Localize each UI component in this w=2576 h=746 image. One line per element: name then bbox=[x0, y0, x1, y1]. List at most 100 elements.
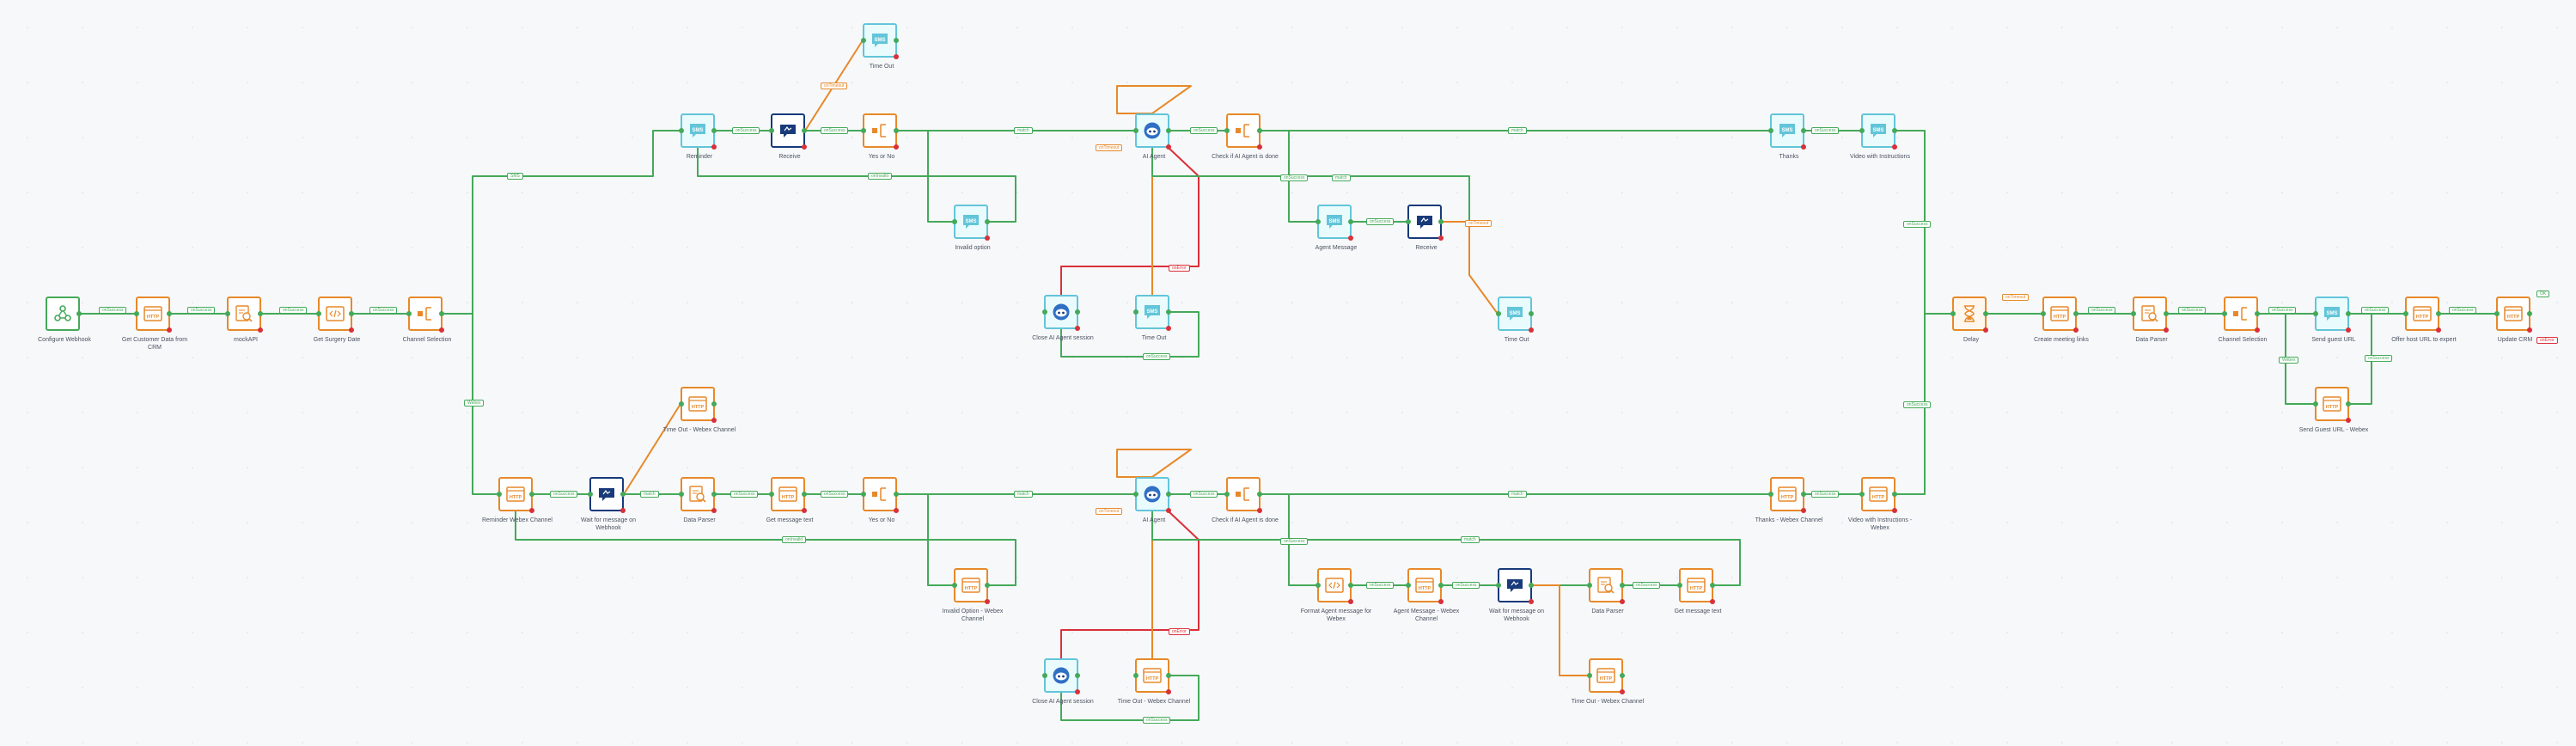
output-port[interactable] bbox=[894, 492, 899, 497]
output-port[interactable] bbox=[349, 311, 354, 316]
input-port[interactable] bbox=[769, 492, 774, 497]
node-close-ai-2[interactable]: Close AI Agent session bbox=[1032, 658, 1094, 705]
input-port[interactable] bbox=[1950, 311, 1956, 316]
input-port[interactable] bbox=[1224, 492, 1230, 497]
input-port[interactable] bbox=[406, 311, 412, 316]
input-port[interactable] bbox=[1587, 673, 1592, 678]
output-port[interactable] bbox=[1438, 583, 1444, 588]
error-port[interactable] bbox=[529, 508, 534, 513]
error-port[interactable] bbox=[2255, 327, 2260, 333]
output-port[interactable] bbox=[1348, 583, 1353, 588]
node-close-ai-1[interactable]: Close AI Agent session bbox=[1032, 295, 1094, 341]
node-format-agent-msg[interactable]: Format Agent message for Webex bbox=[1301, 568, 1371, 622]
node-channel-selection-2[interactable]: Channel Selection bbox=[2219, 297, 2267, 343]
connection[interactable] bbox=[1060, 147, 1199, 295]
connection[interactable] bbox=[1116, 449, 1192, 478]
input-port[interactable] bbox=[952, 583, 957, 588]
output-port[interactable] bbox=[802, 492, 807, 497]
error-port[interactable] bbox=[1801, 508, 1806, 513]
node-receive-2[interactable]: Receive bbox=[1406, 205, 1444, 251]
output-port[interactable] bbox=[894, 38, 899, 43]
output-port[interactable] bbox=[1620, 583, 1625, 588]
input-port[interactable] bbox=[1768, 128, 1773, 133]
node-yes-no-1[interactable]: Yes or No bbox=[861, 113, 899, 160]
connection[interactable] bbox=[1442, 221, 1499, 315]
error-port[interactable] bbox=[985, 599, 990, 604]
input-port[interactable] bbox=[679, 401, 684, 407]
error-port[interactable] bbox=[167, 327, 172, 333]
output-port[interactable] bbox=[1257, 492, 1262, 497]
connection[interactable] bbox=[623, 403, 681, 495]
error-port[interactable] bbox=[711, 508, 717, 513]
connection[interactable] bbox=[1060, 511, 1199, 658]
input-port[interactable] bbox=[1406, 219, 1411, 224]
node-check-ai-2[interactable]: Check if AI Agent is done bbox=[1212, 477, 1279, 523]
input-port[interactable] bbox=[1133, 309, 1138, 315]
error-port[interactable] bbox=[1710, 599, 1715, 604]
error-port[interactable] bbox=[620, 508, 626, 513]
output-port[interactable] bbox=[1892, 128, 1897, 133]
error-port[interactable] bbox=[1075, 326, 1080, 331]
input-port[interactable] bbox=[1496, 583, 1501, 588]
connection[interactable] bbox=[2349, 314, 2372, 405]
output-port[interactable] bbox=[1620, 673, 1625, 678]
error-port[interactable] bbox=[894, 54, 899, 59]
node-data-parser-3[interactable]: Data Parser bbox=[2131, 297, 2169, 343]
error-port[interactable] bbox=[802, 144, 807, 150]
output-port[interactable] bbox=[2255, 311, 2260, 316]
error-port[interactable] bbox=[711, 144, 717, 150]
input-port[interactable] bbox=[861, 38, 866, 43]
input-port[interactable] bbox=[1496, 311, 1501, 316]
input-port[interactable] bbox=[861, 492, 866, 497]
output-port[interactable] bbox=[529, 492, 534, 497]
error-port[interactable] bbox=[1075, 689, 1080, 694]
output-port[interactable] bbox=[1075, 309, 1080, 315]
output-port[interactable] bbox=[894, 128, 899, 133]
output-port[interactable] bbox=[1348, 219, 1353, 224]
output-port[interactable] bbox=[1166, 309, 1171, 315]
input-port[interactable] bbox=[2131, 311, 2136, 316]
output-port[interactable] bbox=[1075, 673, 1080, 678]
error-port[interactable] bbox=[1620, 689, 1625, 694]
output-port[interactable] bbox=[1983, 311, 1988, 316]
input-port[interactable] bbox=[2313, 311, 2318, 316]
connection[interactable] bbox=[515, 511, 1016, 586]
output-port[interactable] bbox=[1892, 492, 1897, 497]
error-port[interactable] bbox=[2164, 327, 2169, 333]
input-port[interactable] bbox=[2494, 311, 2500, 316]
node-delay[interactable]: Delay bbox=[1950, 297, 1988, 343]
node-ai-agent-2[interactable]: AI Agent bbox=[1133, 477, 1171, 523]
input-port[interactable] bbox=[1042, 309, 1047, 315]
input-port[interactable] bbox=[1315, 583, 1321, 588]
output-port[interactable] bbox=[985, 583, 990, 588]
input-port[interactable] bbox=[1677, 583, 1682, 588]
output-port[interactable] bbox=[167, 311, 172, 316]
connection[interactable] bbox=[443, 130, 681, 315]
error-port[interactable] bbox=[1348, 235, 1353, 241]
node-channel-selection-1[interactable]: Channel Selection bbox=[403, 297, 451, 343]
error-port[interactable] bbox=[2436, 327, 2441, 333]
output-port[interactable] bbox=[711, 128, 717, 133]
node-mock-api[interactable]: mockAPI bbox=[225, 297, 263, 343]
output-port[interactable] bbox=[1257, 128, 1262, 133]
error-port[interactable] bbox=[894, 508, 899, 513]
error-port[interactable] bbox=[1892, 144, 1897, 150]
input-port[interactable] bbox=[861, 128, 866, 133]
output-port[interactable] bbox=[1166, 492, 1171, 497]
output-port[interactable] bbox=[2346, 311, 2351, 316]
node-wait-webhook-1[interactable]: Wait for message on Webhook bbox=[581, 477, 636, 531]
